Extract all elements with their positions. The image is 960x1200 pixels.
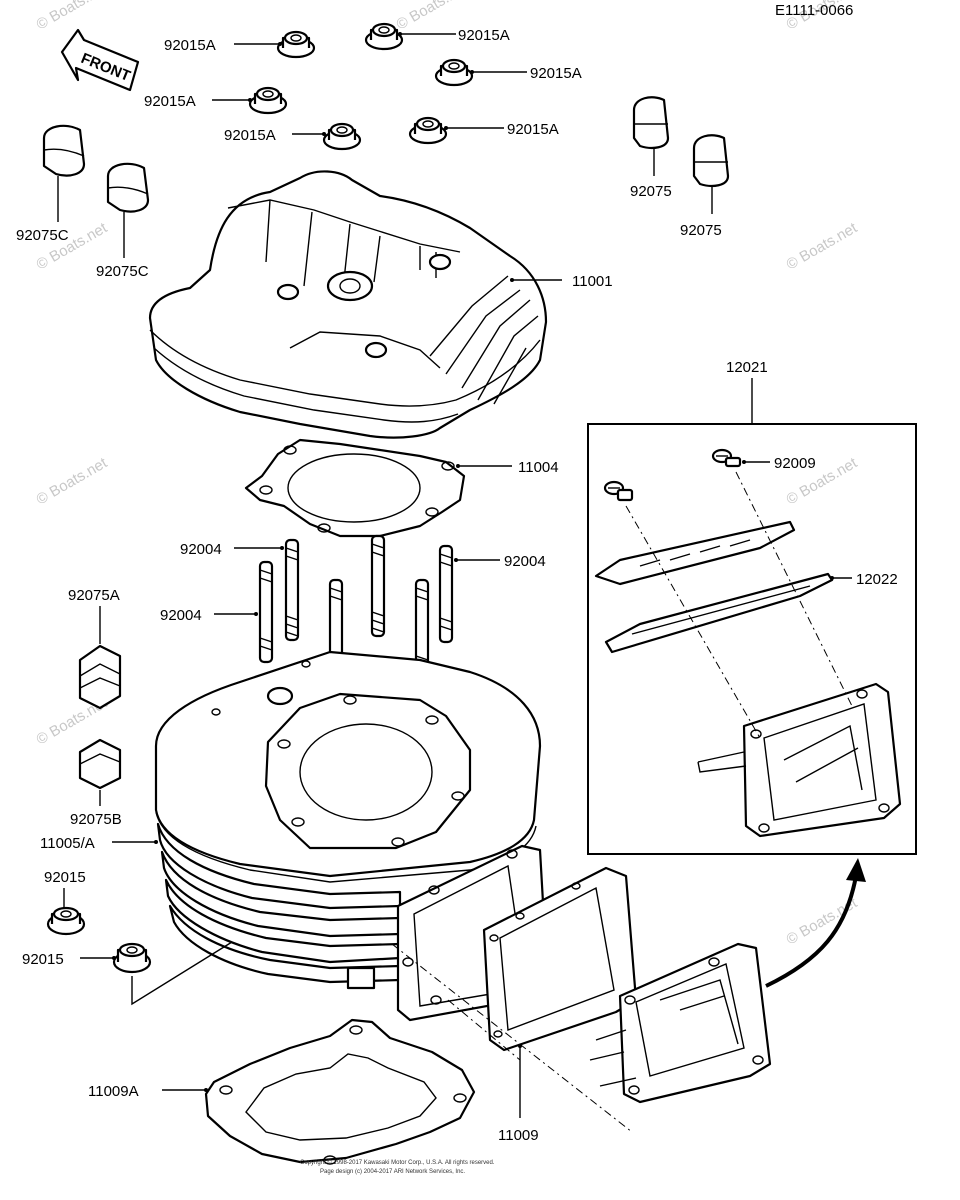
cap-icon bbox=[106, 162, 150, 213]
label-cylinder: 11005/A bbox=[40, 835, 95, 852]
label-cap: 92075B bbox=[70, 811, 122, 828]
label-stud: 92004 bbox=[180, 541, 222, 558]
cap-icon bbox=[42, 124, 86, 177]
stud-icon bbox=[414, 578, 430, 682]
label-nut: 92015A bbox=[164, 37, 216, 54]
watermark: © Boats.net bbox=[34, 454, 111, 508]
footer-credit: Page design (c) 2004-2017 ARI Network Se… bbox=[320, 1169, 465, 1175]
label-nut: 92015A bbox=[530, 65, 582, 82]
cylinder bbox=[154, 650, 550, 1022]
footer-copyright: Copyright © 1998-2017 Kawasaki Motor Cor… bbox=[300, 1159, 495, 1166]
nut-icon bbox=[408, 116, 448, 145]
stud-icon bbox=[370, 534, 386, 638]
nut-icon bbox=[276, 30, 316, 59]
nut-icon bbox=[46, 906, 86, 936]
stud-icon bbox=[258, 560, 274, 664]
reed-stopper bbox=[594, 520, 796, 586]
label-nut: 92015A bbox=[224, 127, 276, 144]
cylinder-head bbox=[148, 170, 548, 439]
cap-icon bbox=[78, 644, 122, 710]
label-reed-gasket: 11009 bbox=[498, 1127, 539, 1144]
label-reed-petal: 12022 bbox=[856, 571, 898, 588]
label-reed-assembly: 12021 bbox=[726, 359, 768, 376]
label-base-gasket: 11009A bbox=[88, 1083, 139, 1100]
label-cylinder-head: 11001 bbox=[572, 273, 613, 290]
cap-icon bbox=[692, 134, 730, 187]
label-nut: 92015A bbox=[458, 27, 510, 44]
cap-icon bbox=[632, 96, 670, 149]
label-screw: 92009 bbox=[774, 455, 816, 472]
screw-icon bbox=[711, 448, 742, 468]
label-cap: 92075 bbox=[680, 222, 722, 239]
nut-icon bbox=[364, 22, 404, 51]
head-gasket bbox=[244, 438, 466, 538]
label-nut: 92015A bbox=[144, 93, 196, 110]
base-gasket bbox=[204, 1018, 476, 1165]
stud-icon bbox=[438, 544, 454, 644]
reed-gasket bbox=[482, 866, 638, 1052]
nut-icon bbox=[322, 122, 362, 151]
reed-valve bbox=[589, 942, 772, 1104]
stud-icon bbox=[284, 538, 300, 642]
watermark: © Boats.net bbox=[784, 219, 861, 273]
diagram-code: E1111-0066 bbox=[775, 2, 853, 19]
label-cap: 92075 bbox=[630, 183, 672, 200]
nut-icon bbox=[112, 942, 152, 974]
watermark: © Boats.net bbox=[34, 0, 111, 33]
label-cap: 92075C bbox=[16, 227, 69, 244]
reed-petal bbox=[604, 572, 834, 654]
label-nut: 92015 bbox=[22, 951, 64, 968]
cap-icon bbox=[78, 738, 122, 790]
label-stud: 92004 bbox=[160, 607, 202, 624]
label-head-gasket: 11004 bbox=[518, 459, 559, 476]
nut-icon bbox=[434, 58, 474, 87]
label-nut: 92015A bbox=[507, 121, 559, 138]
nut-icon bbox=[248, 86, 288, 115]
screw-icon bbox=[603, 480, 634, 502]
label-cap: 92075C bbox=[96, 263, 149, 280]
label-nut: 92015 bbox=[44, 869, 86, 886]
label-cap: 92075A bbox=[68, 587, 120, 604]
label-stud: 92004 bbox=[504, 553, 546, 570]
front-arrow-icon: FRONT bbox=[60, 28, 140, 92]
reed-block bbox=[697, 682, 902, 838]
